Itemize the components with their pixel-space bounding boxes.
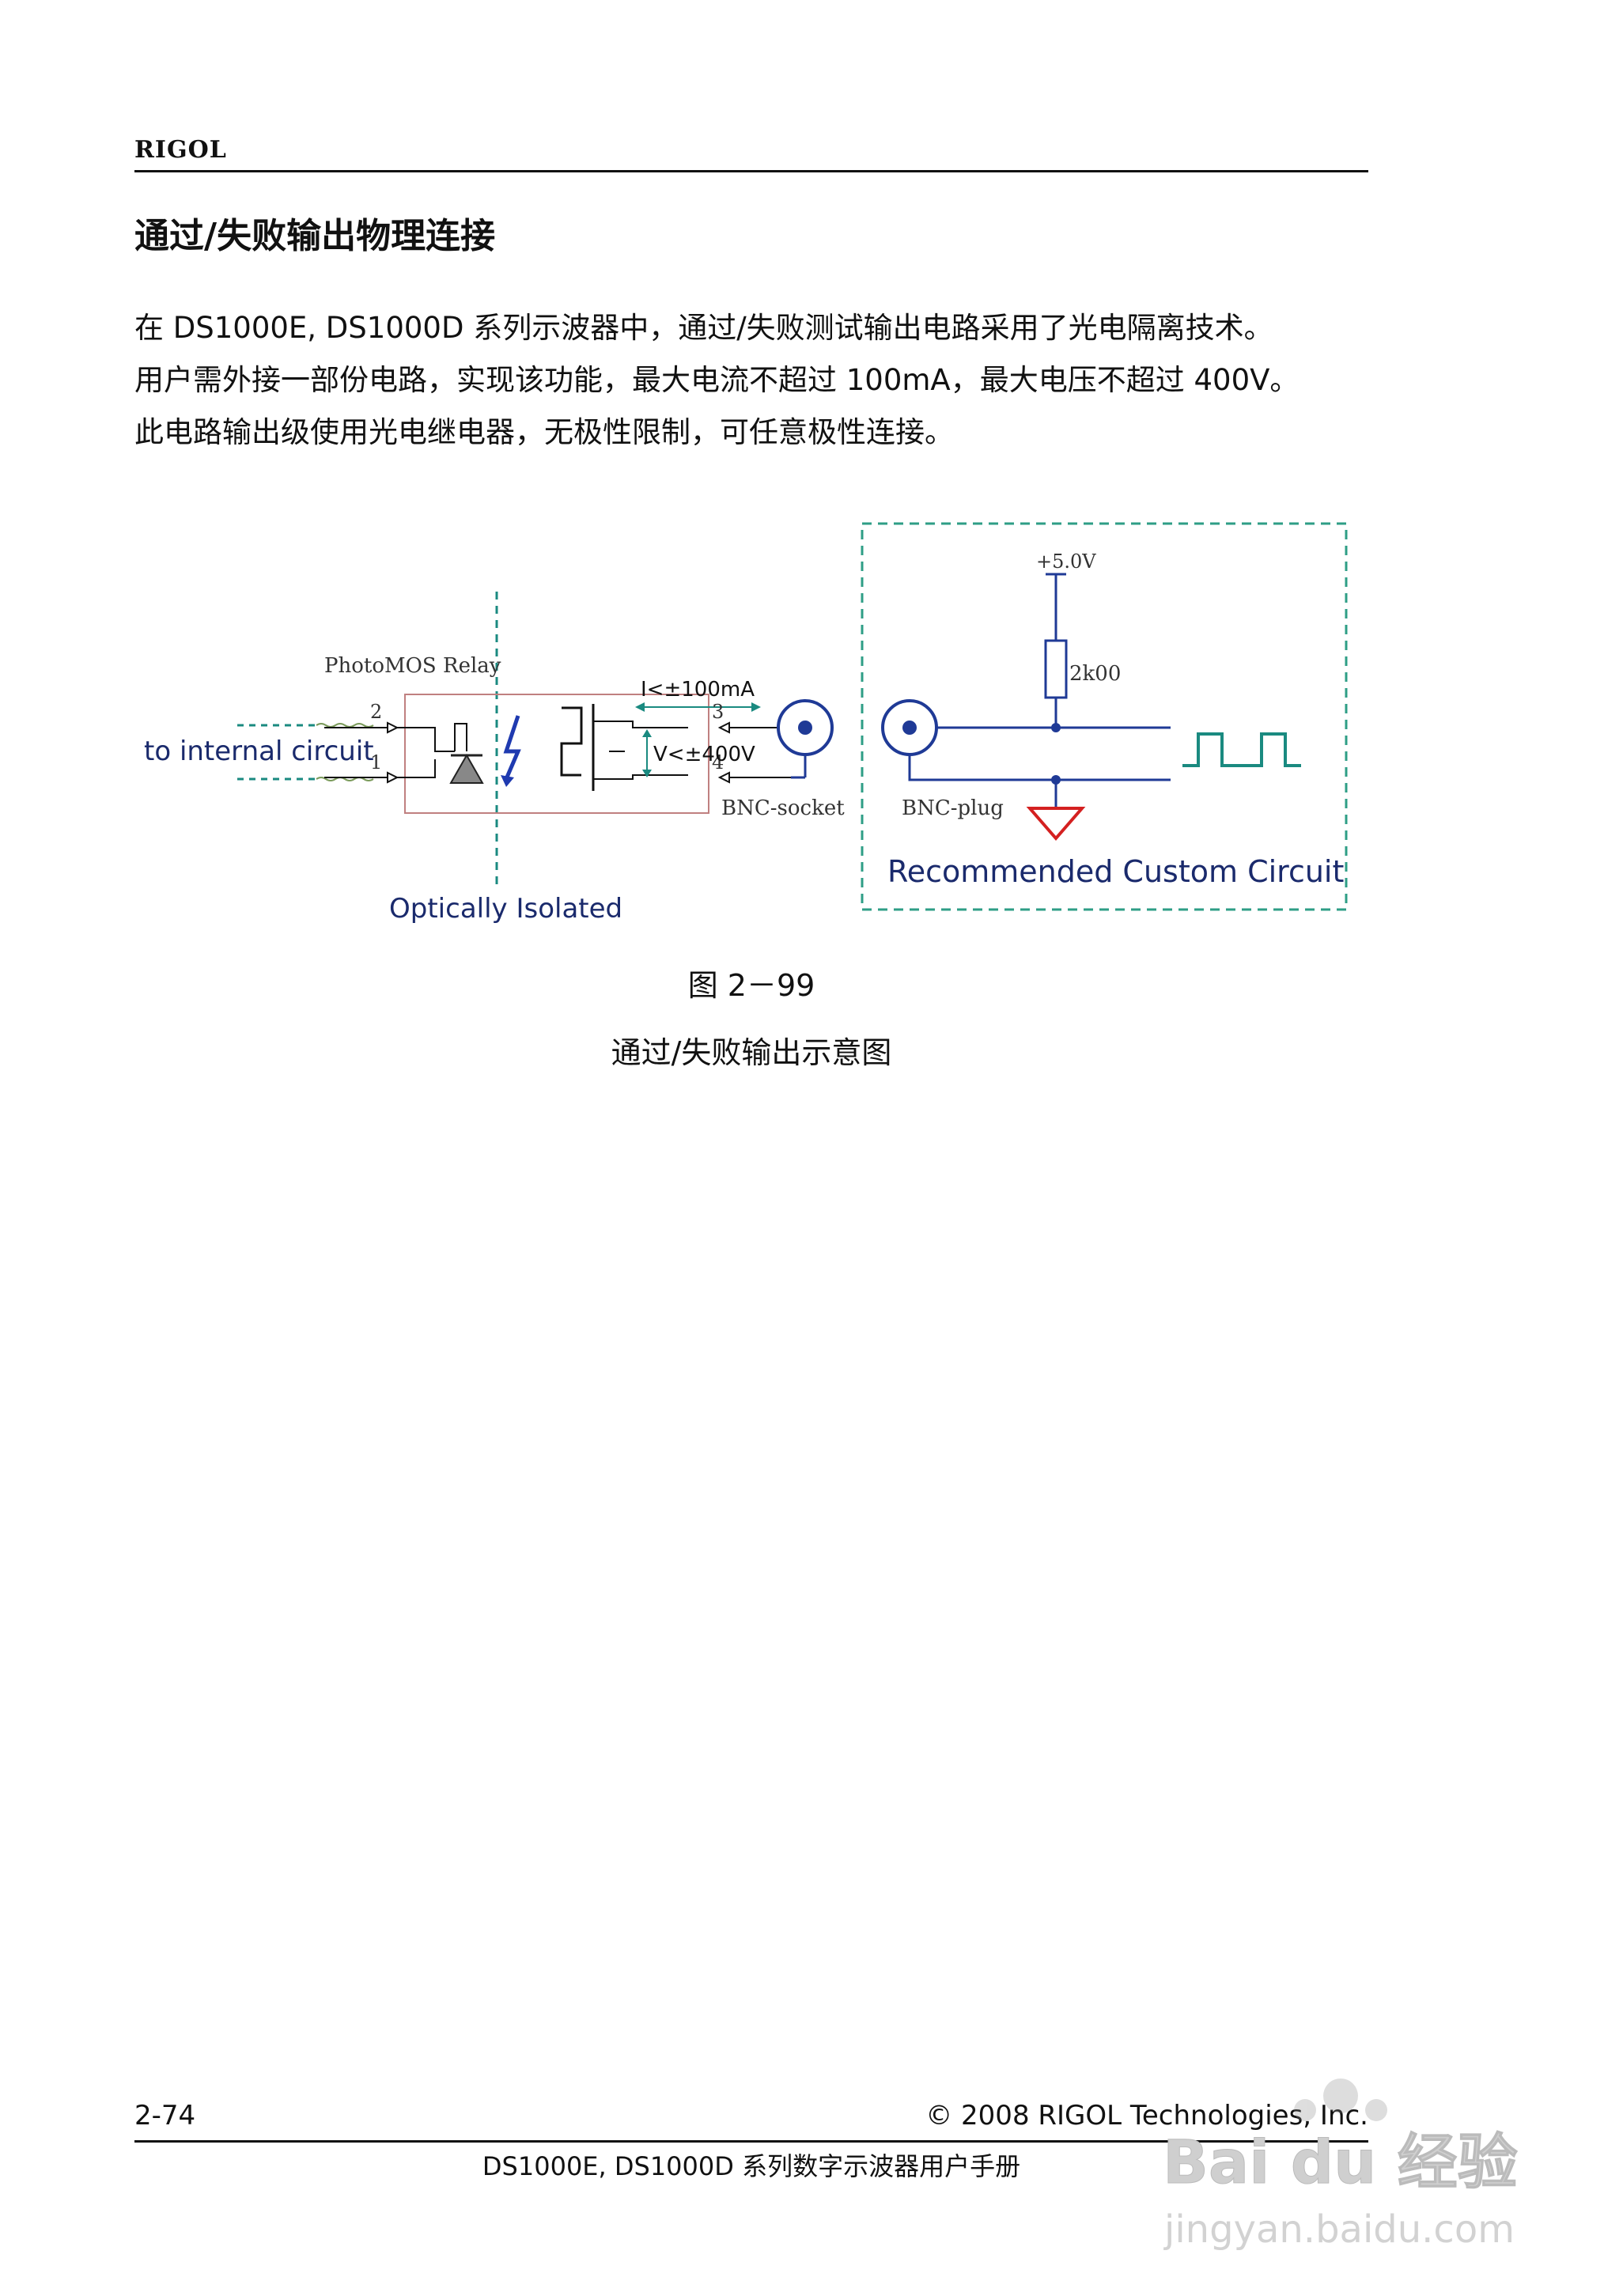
supply-label: +5.0V	[1036, 550, 1096, 573]
input-wire-squiggle-bottom	[316, 777, 374, 781]
led-wiring	[397, 727, 455, 752]
isolation-label: Optically Isolated	[389, 893, 622, 925]
paragraph-line: 用户需外接一部份电路，实现该功能，最大电流不超过 100mA，最大电压不超过 4…	[134, 363, 1300, 397]
copyright: © 2008 RIGOL Technologies, Inc.	[925, 2100, 1368, 2131]
current-arrowhead-left	[635, 702, 645, 712]
resistor-icon	[1044, 639, 1068, 699]
brand-logo-text: RIGOL	[134, 136, 227, 164]
pin-3-label: 3	[712, 701, 724, 723]
footer-rule	[134, 2140, 1368, 2143]
input-wire-squiggle-top	[316, 723, 374, 728]
page-number: 2-74	[134, 2100, 196, 2131]
pass-fail-circuit-diagram: PhotoMOS Relay to internal circuit 2 1 3…	[144, 522, 1348, 925]
manual-title: DS1000E, DS1000D 系列数字示波器用户手册	[482, 2151, 1021, 2181]
paragraph-line: 此电路输出级使用光电继电器，无极性限制，可任意极性连接。	[134, 415, 954, 449]
light-arrowhead	[501, 775, 514, 787]
watermark-url: jingyan.baidu.com	[1163, 2207, 1515, 2252]
input-label: to internal circuit	[144, 736, 374, 767]
header-rule	[134, 170, 1368, 172]
voltage-label: V<±400V	[653, 743, 755, 766]
pin-4-arrow	[717, 771, 730, 784]
baidu-watermark: Bai du 经验 jingyan.baidu.com	[1163, 2079, 1518, 2252]
ground-wire	[908, 755, 1171, 781]
paw-toe-left	[1294, 2099, 1316, 2121]
custom-circuit-box	[861, 522, 1348, 911]
pin-2-label: 2	[370, 701, 382, 723]
junction-dot-top	[1051, 723, 1061, 732]
current-label: I<±100mA	[641, 678, 755, 702]
paw-icon	[1323, 2079, 1358, 2113]
ground-symbol-icon	[1026, 807, 1086, 842]
socket-label: BNC-socket	[721, 796, 845, 820]
pin-1-label: 1	[370, 751, 382, 774]
figure-number: 图 2－99	[687, 968, 815, 1003]
bnc-socket-pin	[798, 721, 812, 735]
figure-caption: 通过/失败输出示意图	[611, 1035, 892, 1070]
paw-toe-right	[1365, 2099, 1387, 2121]
section-paragraph: 在 DS1000E, DS1000D 系列示波器中，通过/失败测试输出电路采用了…	[134, 302, 1400, 459]
pin-1-arrow	[387, 771, 399, 784]
section-heading: 通过/失败输出物理连接	[134, 216, 496, 256]
led-diode-icon	[449, 753, 484, 784]
mosfet-drain	[593, 721, 688, 728]
light-emission-icon	[503, 715, 521, 780]
pin-4-label: 4	[712, 751, 724, 774]
watermark-brand: Bai du 经验	[1163, 2127, 1518, 2197]
voltage-arrowhead-down	[642, 770, 652, 777]
plug-label: BNC-plug	[902, 796, 1004, 820]
voltage-arrowhead-up	[642, 729, 652, 737]
led-lead	[454, 723, 467, 751]
relay-label: PhotoMOS Relay	[324, 654, 501, 678]
mosfet-source	[593, 774, 688, 780]
led-return	[397, 759, 436, 778]
mosfet-switch-icon	[560, 706, 583, 777]
photomos-relay-box	[404, 694, 709, 814]
current-arrowhead-right	[751, 702, 761, 712]
pin-3-arrow	[717, 721, 730, 734]
pulse-waveform-icon	[1182, 732, 1301, 767]
resistor-label: 2k00	[1069, 662, 1121, 686]
bnc-plug-pin	[902, 721, 917, 735]
paragraph-line: 在 DS1000E, DS1000D 系列示波器中，通过/失败测试输出电路采用了…	[134, 311, 1273, 345]
custom-circuit-label: Recommended Custom Circuit	[887, 854, 1344, 889]
pin-2-arrow	[387, 721, 399, 734]
